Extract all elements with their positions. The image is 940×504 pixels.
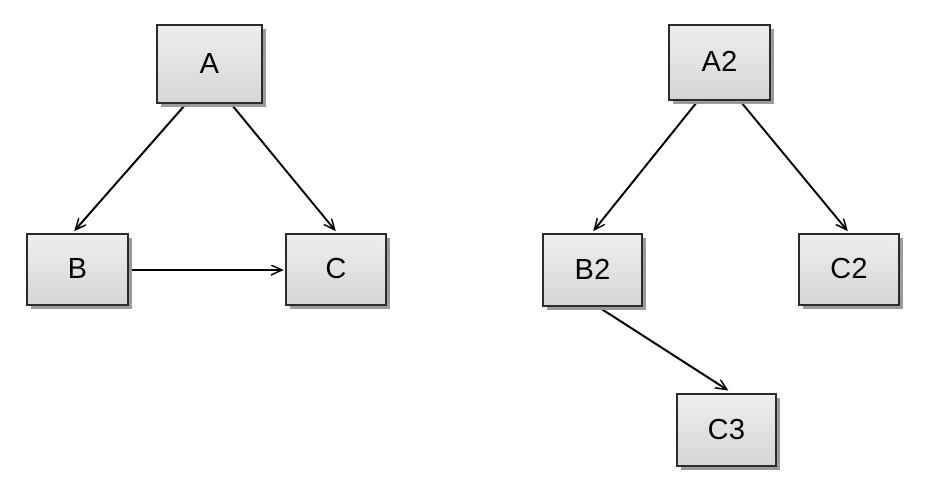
node-c2[interactable]: C2 — [798, 233, 900, 306]
edge-a2-to-c2[interactable] — [740, 101, 846, 229]
node-b-label: B — [67, 253, 88, 285]
node-b2[interactable]: B2 — [542, 233, 643, 307]
edge-a2-to-b2[interactable] — [595, 101, 698, 229]
edge-a-to-c[interactable] — [231, 104, 334, 229]
edge-b2-to-c3[interactable] — [599, 307, 726, 389]
node-a2-label: A2 — [701, 46, 738, 78]
node-a-label: A — [199, 47, 220, 80]
node-a2[interactable]: A2 — [668, 24, 771, 101]
node-b2-label: B2 — [574, 253, 611, 286]
node-c2-label: C2 — [830, 253, 868, 285]
node-b[interactable]: B — [26, 233, 129, 306]
node-c3-label: C3 — [707, 413, 746, 446]
node-c3[interactable]: C3 — [676, 393, 777, 467]
node-c[interactable]: C — [285, 233, 387, 306]
node-a[interactable]: A — [156, 24, 263, 104]
edge-a-to-b[interactable] — [76, 104, 186, 229]
node-c-label: C — [325, 253, 347, 285]
edges-group — [76, 101, 846, 389]
